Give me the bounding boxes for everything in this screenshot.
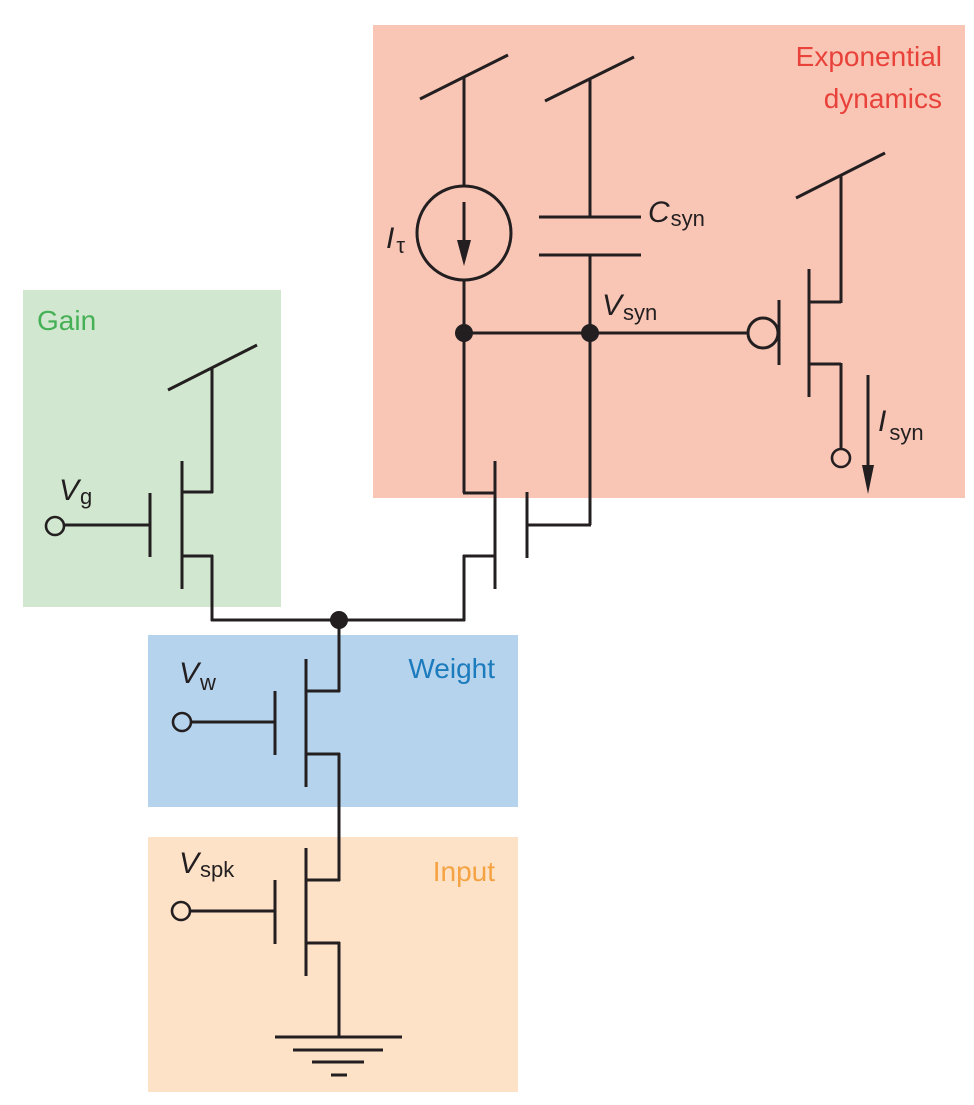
supply-rail-1 bbox=[419, 53, 509, 186]
pmos-output-transistor bbox=[746, 151, 886, 469]
label-v-spk: Vspk bbox=[179, 847, 235, 882]
region-title-dynamics: dynamics bbox=[824, 83, 942, 114]
vspk-input-terminal bbox=[170, 900, 192, 922]
label-c-syn: Csyn bbox=[648, 196, 705, 231]
nmos-dpi-transistor bbox=[462, 461, 591, 621]
label-v-w: Vw bbox=[179, 657, 216, 695]
vw-input-terminal bbox=[171, 711, 193, 733]
nmos-input-transistor bbox=[170, 848, 341, 1037]
nmos-gain-transistor bbox=[44, 343, 258, 621]
vg-input-terminal bbox=[44, 515, 66, 537]
label-v-g: Vg bbox=[59, 474, 92, 509]
region-title-input: Input bbox=[433, 856, 495, 887]
supply-rail-2 bbox=[544, 55, 635, 217]
region-exponential-dynamics bbox=[373, 25, 965, 498]
region-title-gain: Gain bbox=[37, 305, 96, 336]
pmos-gate-bubble bbox=[746, 316, 780, 350]
isyn-output-terminal bbox=[830, 447, 852, 469]
ground-icon bbox=[275, 1035, 402, 1077]
region-title-exponential: Exponential bbox=[796, 41, 942, 72]
current-arrow-icon bbox=[457, 240, 471, 266]
capacitor-csyn bbox=[539, 215, 641, 525]
isyn-arrow-icon bbox=[862, 375, 874, 494]
junction-node bbox=[455, 324, 473, 342]
label-v-syn: Vsyn bbox=[602, 289, 657, 325]
label-i-tau: Iτ bbox=[386, 222, 405, 258]
junction-node-vsyn bbox=[581, 324, 599, 342]
region-title-weight: Weight bbox=[408, 653, 495, 684]
current-source-itau bbox=[415, 184, 513, 493]
region-gain bbox=[23, 290, 281, 607]
nmos-weight-transistor bbox=[171, 620, 341, 881]
